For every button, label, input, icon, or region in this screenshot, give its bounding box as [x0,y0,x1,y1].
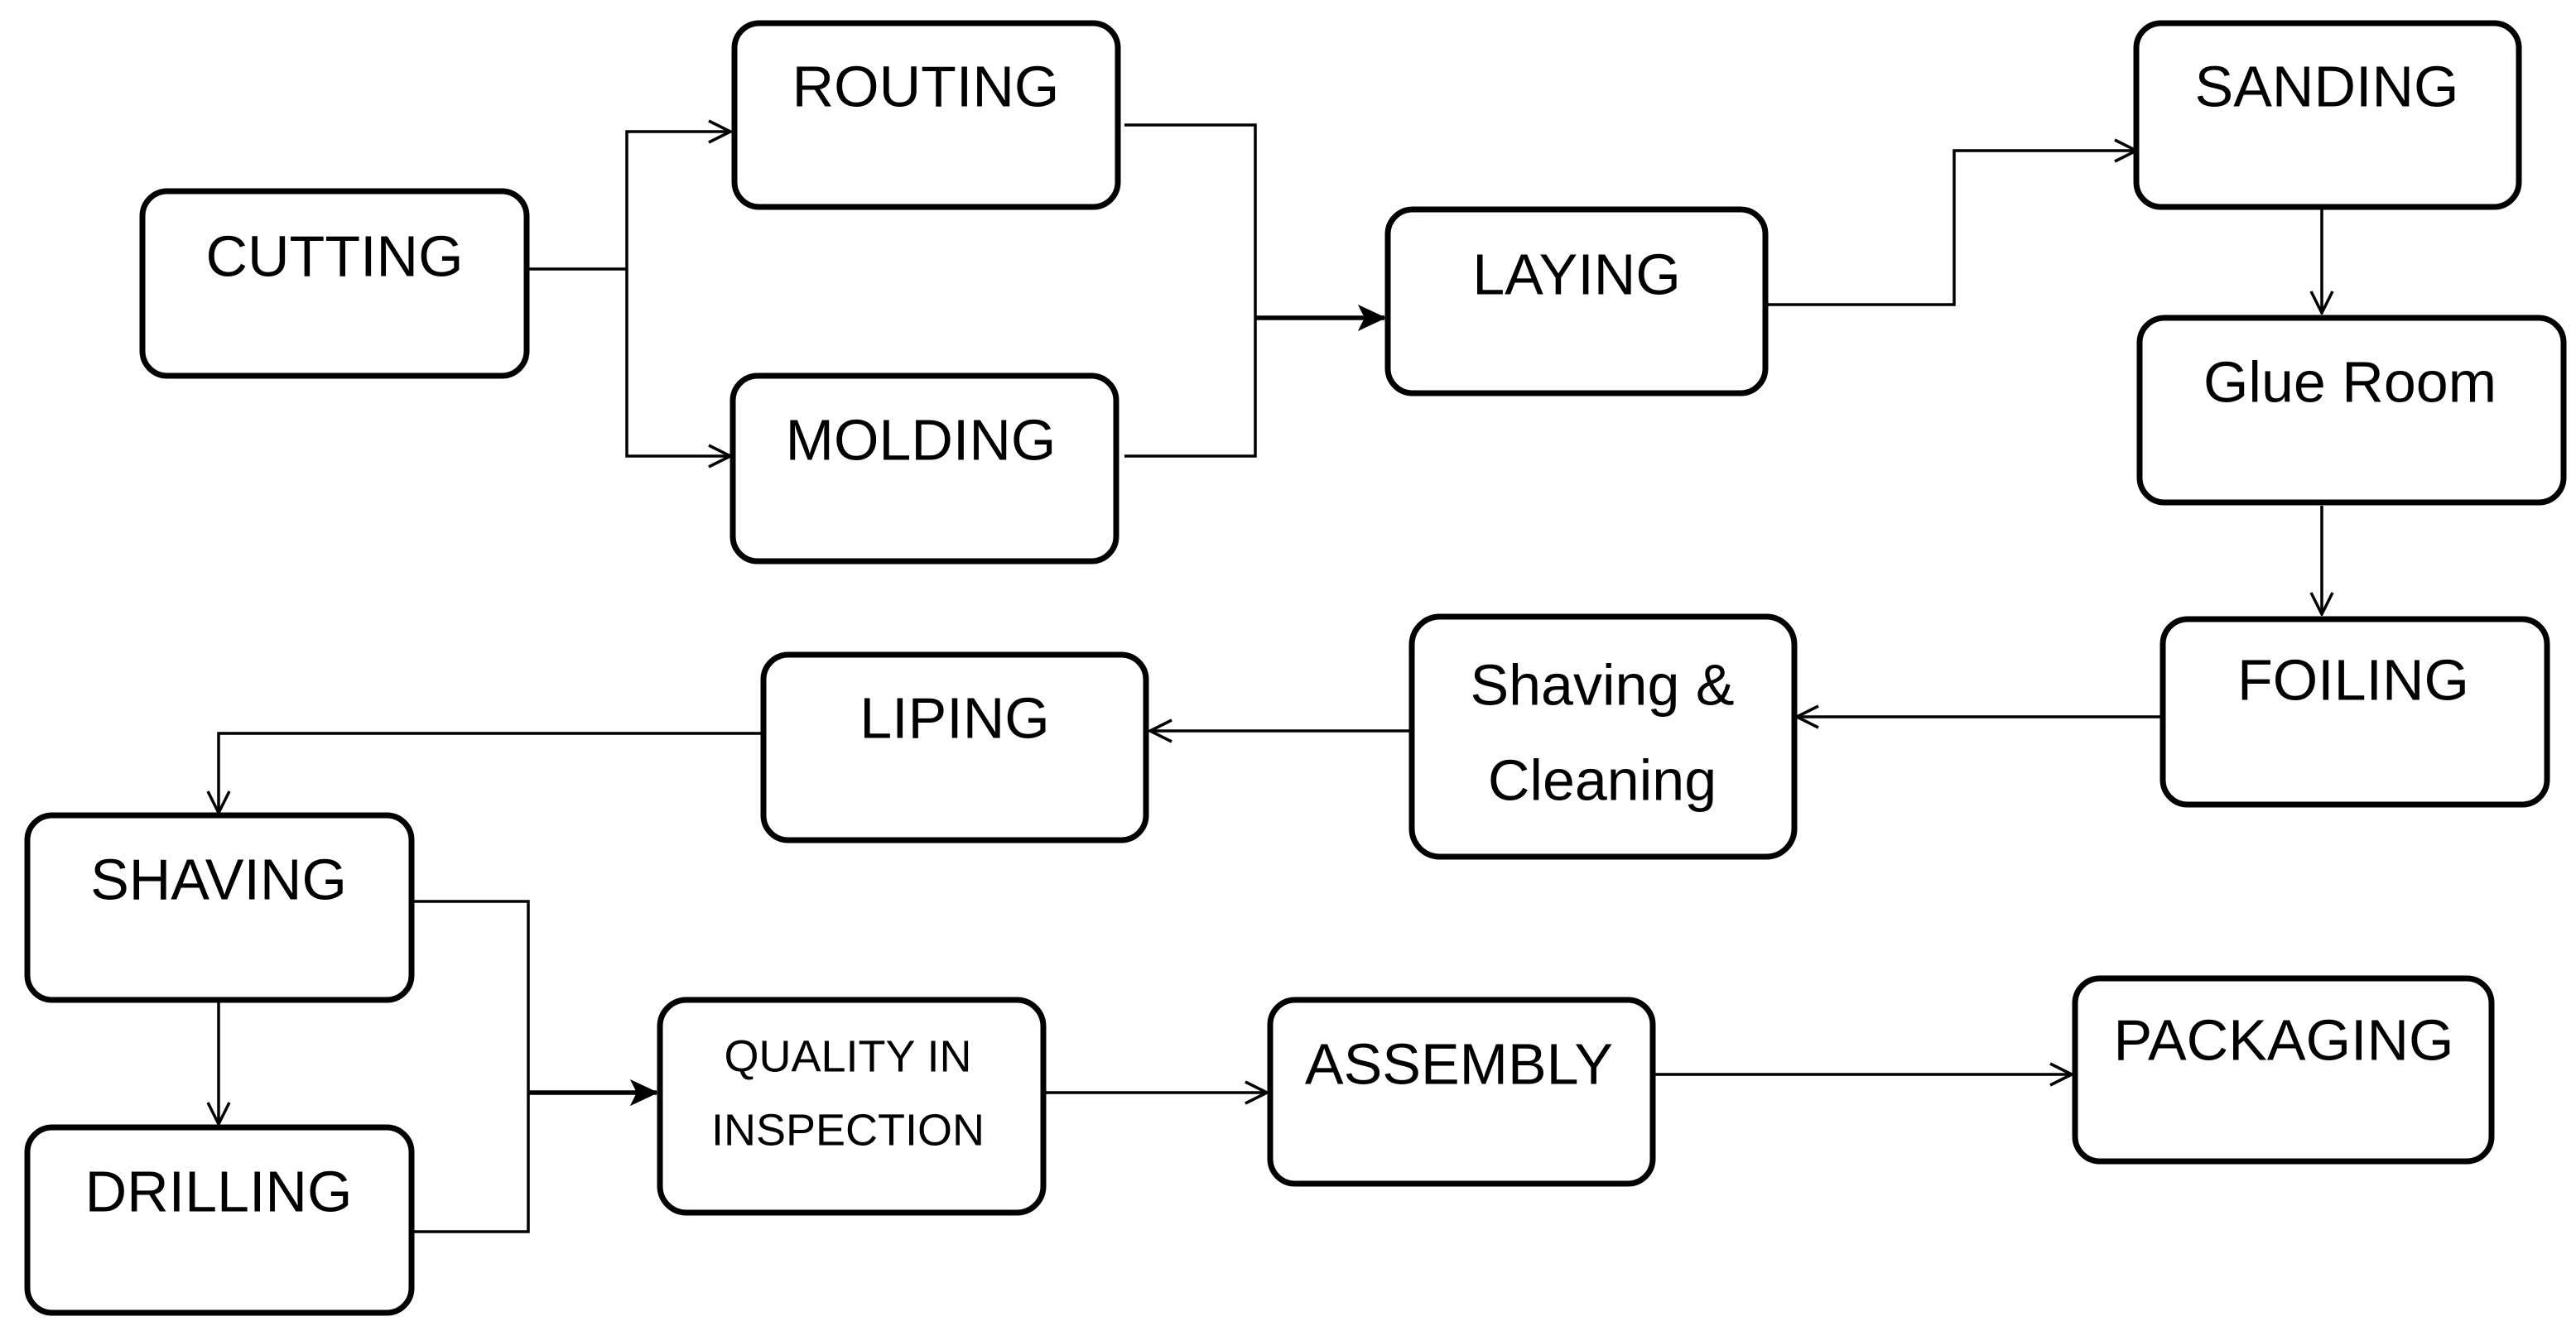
node-drilling-label: DRILLING [85,1159,353,1223]
node-shaving-label: SHAVING [90,847,347,911]
node-molding-label: MOLDING [786,407,1057,472]
node-quality-inspection: QUALITY IN INSPECTION [657,997,1047,1216]
node-quality-inspection-label-line1: QUALITY IN [724,1031,971,1081]
node-cutting-label: CUTTING [205,223,463,288]
edge-routing-merge [1124,123,1257,458]
node-sanding-label: SANDING [2195,54,2459,118]
edge-cutting-to-molding [625,269,730,456]
node-routing-label: ROUTING [792,54,1060,118]
node-shaving-cleaning: Shaving & Cleaning [1408,613,1798,860]
edge-cutting-to-routing [625,132,730,269]
node-assembly: ASSEMBLY [1267,997,1656,1187]
node-drilling: DRILLING [24,1124,415,1316]
node-laying: LAYING [1384,206,1769,396]
node-shaving-cleaning-label-line1: Shaving & [1470,652,1734,717]
node-liping-label: LIPING [859,685,1050,750]
node-laying-label: LAYING [1472,242,1681,306]
node-cutting: CUTTING [139,188,530,379]
node-glue-room: Glue Room [2136,315,2567,506]
node-quality-inspection-label-line2: INSPECTION [711,1105,985,1155]
node-liping: LIPING [760,651,1149,843]
node-foiling: FOILING [2160,616,2550,808]
node-shaving-cleaning-label-line2: Cleaning [1488,747,1717,812]
node-packaging: PACKAGING [2072,975,2495,1165]
node-shaving: SHAVING [24,812,415,1003]
node-molding: MOLDING [729,372,1119,565]
node-foiling-label: FOILING [2237,647,2469,712]
node-packaging-label: PACKAGING [2113,1007,2453,1072]
connectors [219,123,2322,1233]
node-glue-room-label: Glue Room [2203,349,2497,414]
node-routing: ROUTING [731,20,1121,210]
edge-shaving-drilling-merge [406,900,530,1233]
edge-liping-to-shaving [219,732,762,813]
node-sanding: SANDING [2133,20,2522,210]
edge-laying-to-sanding [1766,151,2136,306]
node-assembly-label: ASSEMBLY [1305,1031,1613,1096]
